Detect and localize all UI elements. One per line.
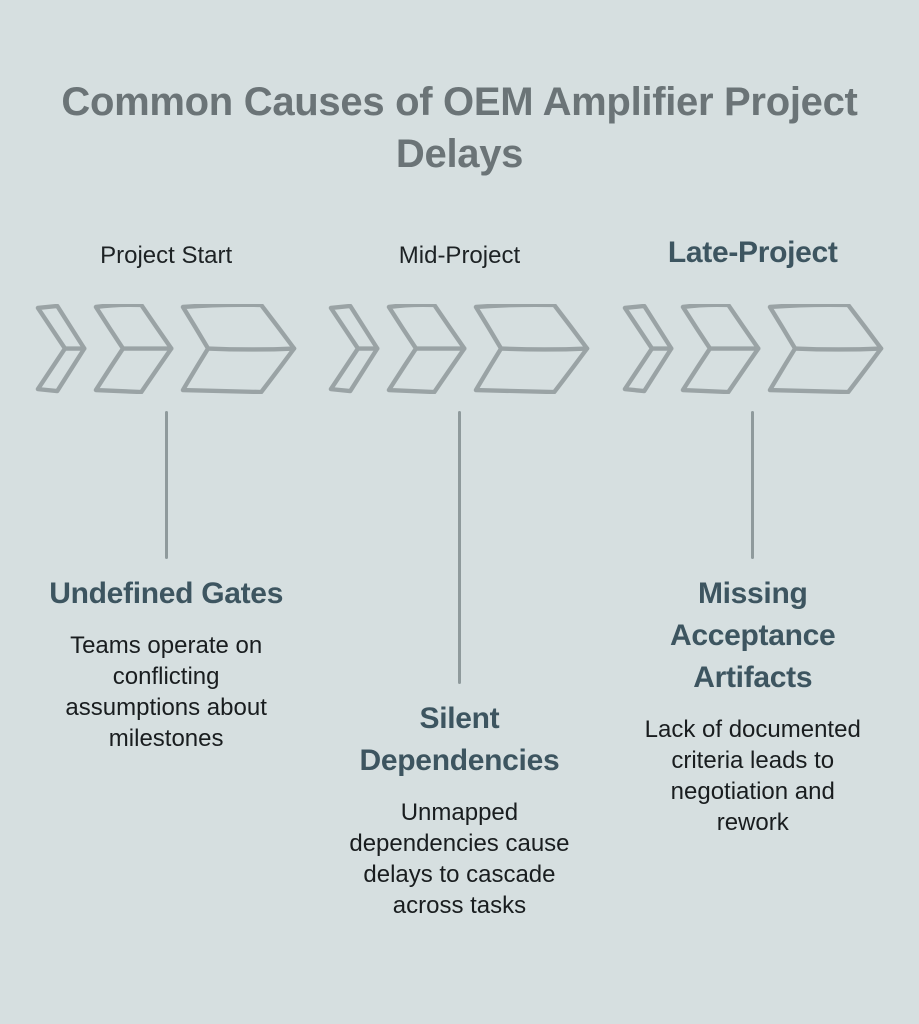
stage-column-late-project: Late-Project Missing Acceptance Artifact… [606, 226, 899, 921]
cause-description: Lack of documented criteria leads to neg… [644, 716, 861, 836]
stage-column-mid-project: Mid-Project Silent Dependencies Unmapped… [313, 226, 606, 921]
cause-heading: Missing Acceptance Artifacts [670, 577, 836, 694]
cause-description: Unmapped dependencies cause delays to ca… [349, 799, 570, 919]
connector-line [751, 411, 755, 559]
cause-heading: Silent Dependencies [359, 702, 560, 777]
process-chevrons-icon [329, 304, 590, 394]
connector-line [457, 411, 461, 684]
connector-line [164, 411, 168, 559]
stage-column-project-start: Project Start Undefined Gates Teams oper… [20, 226, 313, 921]
cause-description: Teams operate on conflicting assumptions… [65, 632, 267, 752]
page-title: Common Causes of OEM Amplifier Project D… [61, 80, 858, 176]
stage-label: Late-Project [667, 236, 838, 269]
cause-heading: Undefined Gates [49, 577, 284, 610]
stages-row: Project Start Undefined Gates Teams oper… [20, 226, 900, 921]
process-chevrons-icon [622, 304, 884, 394]
stage-label: Project Start [100, 242, 233, 269]
process-chevrons-icon [35, 304, 297, 394]
stage-label: Mid-Project [398, 242, 521, 269]
